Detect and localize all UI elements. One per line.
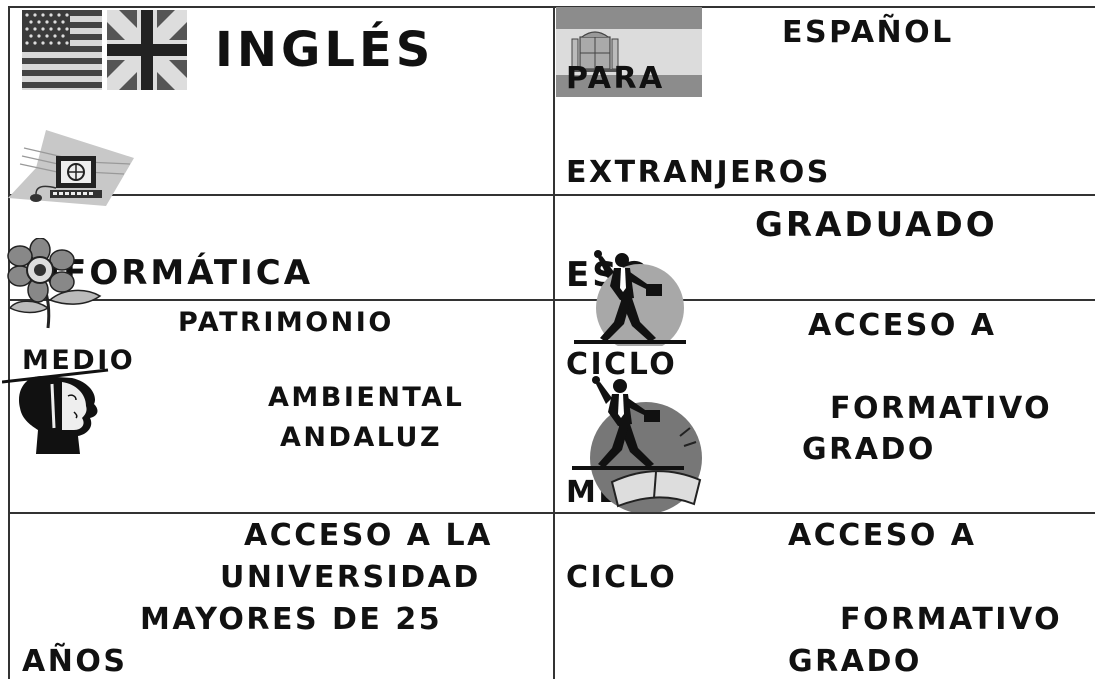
student-silhouette-icon — [2, 368, 109, 454]
universidad-line3: MAYORES DE 25 — [140, 602, 443, 637]
us-uk-flag-icon — [22, 10, 187, 90]
grid-row-divider-2 — [8, 299, 1095, 301]
espanol-line3: EXTRANJEROS — [566, 155, 831, 190]
ciclo-superior-line4: GRADO — [788, 644, 922, 679]
graduado-line1: GRADUADO — [755, 205, 998, 245]
grid-row-divider-1 — [8, 194, 1095, 196]
patrimonio-line2: MEDIO — [22, 345, 136, 376]
flower-icon — [7, 238, 102, 329]
ciclo-medio-line1: ACCESO A — [808, 308, 997, 343]
espanol-line2: PARA — [566, 61, 665, 96]
patrimonio-line3: AMBIENTAL — [268, 382, 465, 413]
businessman-runner-icon — [574, 250, 686, 346]
patrimonio-line4: ANDALUZ — [280, 422, 443, 453]
grid-vertical-divider — [553, 6, 555, 679]
computer-icon — [8, 130, 134, 206]
espanol-line1: ESPAÑOL — [782, 15, 954, 50]
ciclo-medio-line3: FORMATIVO — [830, 391, 1053, 426]
businessman-runner-icon — [572, 376, 702, 512]
universidad-line2: UNIVERSIDAD — [220, 560, 481, 595]
ciclo-superior-line3: FORMATIVO — [840, 602, 1063, 637]
universidad-line1: ACCESO A LA — [244, 518, 493, 553]
grid-left-border — [8, 6, 10, 679]
ciclo-superior-line1: ACCESO A — [788, 518, 977, 553]
ingles-title: INGLÉS — [215, 22, 435, 78]
ciclo-medio-line4: GRADO — [802, 432, 936, 467]
spain-flag-icon — [556, 7, 702, 97]
ciclo-medio-line2: CICLO — [566, 347, 678, 382]
universidad-line4: AÑOS — [22, 644, 128, 679]
grid-row-divider-3 — [8, 512, 1095, 514]
patrimonio-line1: PATRIMONIO — [178, 307, 394, 338]
ciclo-superior-line2: CICLO — [566, 560, 678, 595]
grid-top-border — [8, 6, 1095, 8]
